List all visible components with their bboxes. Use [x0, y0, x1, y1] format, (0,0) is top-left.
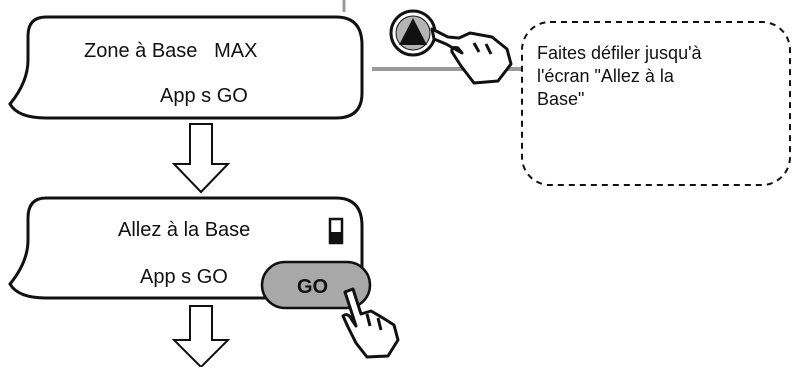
callout-note: Faites défiler jusqu'à l'écran "Allez à … [521, 21, 791, 186]
screen1-line2: App s GO [160, 85, 248, 107]
screen1-line1: Zone à Base MAX [84, 40, 257, 62]
note-line-2: l'écran "Allez à la [537, 66, 675, 86]
go-button[interactable]: GO [260, 260, 372, 310]
note-line-3: Base" [537, 89, 584, 109]
screen2-line2: App s GO [140, 266, 228, 288]
lcd-screen-zone: Zone à Base MAX App s GO [8, 15, 364, 120]
down-arrow-icon [171, 123, 231, 194]
go-button-label: GO [297, 276, 328, 298]
up-arrow-button-icon[interactable] [389, 9, 437, 57]
pointing-hand-icon [430, 27, 513, 85]
down-arrow-icon [171, 305, 231, 367]
screen2-line1: Allez à la Base [118, 219, 250, 241]
pointing-hand-icon [341, 287, 400, 359]
note-line-1: Faites défiler jusqu'à [537, 43, 703, 63]
battery-icon [328, 217, 344, 245]
